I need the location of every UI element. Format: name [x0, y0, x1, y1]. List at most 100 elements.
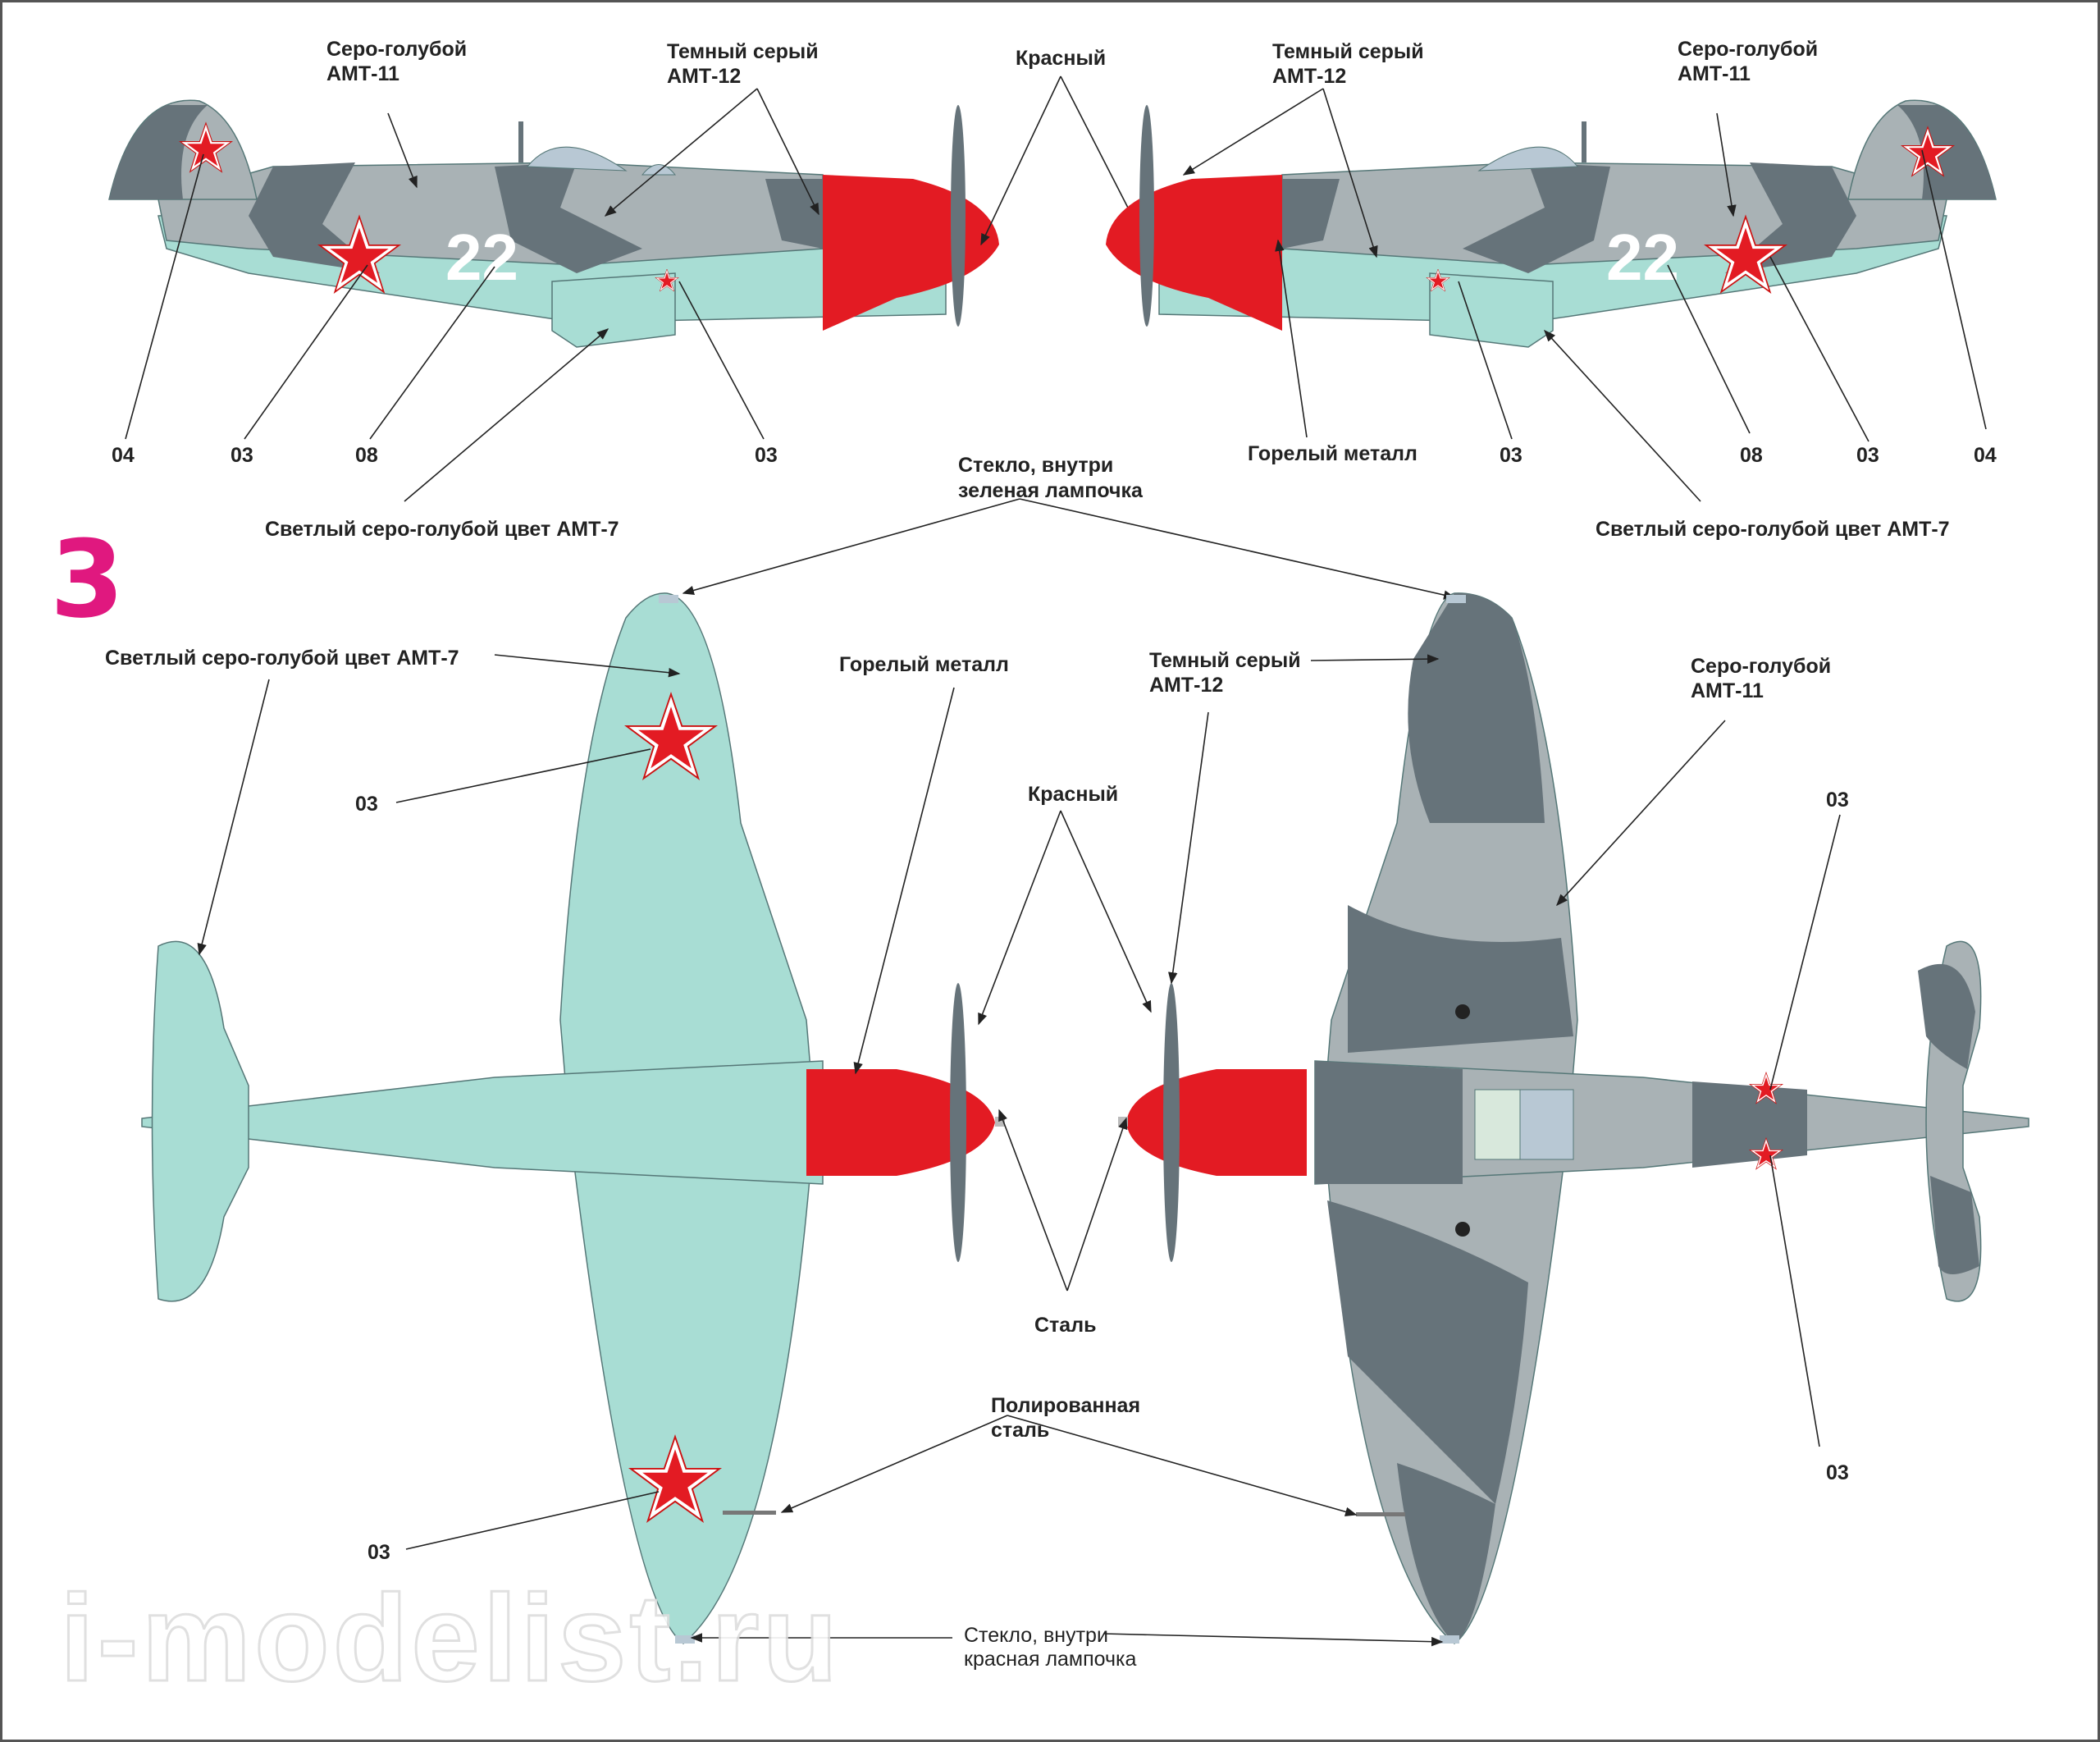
pitot-tube: [1356, 1512, 1405, 1516]
leader-line: [682, 498, 1020, 596]
pitot-tube: [723, 1511, 776, 1515]
leader-line: [197, 679, 270, 956]
leader-line: [405, 1491, 660, 1550]
label-polished-steel: Полированная: [991, 1394, 1140, 1417]
wingtip-glass-green: [1446, 595, 1466, 603]
label-amt7: Светлый серо-голубой цвет АМТ-7: [105, 647, 459, 670]
leader-line: [1544, 329, 1701, 502]
leader-line: [1066, 1117, 1128, 1292]
label-red: Красный: [1016, 47, 1106, 70]
label-amt11: Серо-голубой: [1691, 655, 1831, 678]
leader-line: [780, 1415, 1008, 1513]
leader-line: [125, 153, 204, 440]
label-glass-green-light: Стекло, внутри: [958, 454, 1113, 477]
watermark: i-modelist.ru: [60, 1569, 841, 1707]
callout-03: 03: [1826, 789, 1849, 812]
label-polished-steel-2: сталь: [991, 1419, 1049, 1442]
leader-line: [1310, 654, 1440, 664]
propeller-blade: [951, 105, 966, 327]
top-view: [1118, 592, 2029, 1644]
label-amt11: Серо-голубой: [326, 38, 467, 61]
leader-line: [1168, 711, 1209, 985]
leader-line: [494, 654, 681, 678]
label-glass-red-light-2: красная лампочка: [964, 1648, 1137, 1671]
label-amt12: Темный серый: [1149, 649, 1301, 672]
leader-line: [404, 328, 609, 502]
tailplane-amt7: [151, 940, 249, 1302]
leader-line: [395, 748, 651, 803]
callout-08: 08: [355, 444, 378, 467]
callout-03: 03: [1826, 1461, 1849, 1484]
leader-line: [1716, 112, 1737, 217]
leader-line: [1102, 1633, 1444, 1647]
side-view-right: [1106, 99, 1997, 348]
label-amt11-code: АМТ-11: [1691, 679, 1764, 702]
leader-line: [1769, 814, 1841, 1090]
leader-line: [369, 266, 495, 440]
label-amt12-code: АМТ-12: [667, 65, 741, 88]
marker-dot: [1455, 1222, 1470, 1237]
leader-line: [980, 75, 1061, 246]
label-amt7: Светлый серо-голубой цвет АМТ-7: [1596, 518, 1950, 541]
leader-line: [1007, 1415, 1358, 1516]
label-amt12: Темный серый: [667, 40, 819, 63]
label-amt11-code: АМТ-11: [326, 62, 399, 85]
wingtip-glass-red: [675, 1635, 695, 1644]
label-amt7: Светлый серо-голубой цвет АМТ-7: [265, 518, 619, 541]
leader-line: [1921, 149, 1987, 430]
label-burnt-metal: Горелый металл: [839, 653, 1009, 676]
propeller-blade: [1163, 983, 1180, 1262]
callout-03: 03: [1856, 444, 1879, 467]
label-glass-red-light: Стекло, внутри: [964, 1624, 1108, 1647]
label-amt11-code: АМТ-11: [1678, 62, 1751, 85]
leader-line: [853, 687, 955, 1075]
leader-line: [1769, 1154, 1820, 1447]
fuselage-amt7: [141, 1060, 824, 1185]
label-amt12: Темный серый: [1272, 40, 1424, 63]
propeller-blade: [950, 983, 966, 1262]
label-amt12-code: АМТ-12: [1149, 674, 1223, 697]
leader-line: [604, 88, 758, 217]
wingtip-glass-red: [1440, 1635, 1459, 1644]
leader-line: [978, 810, 1061, 1026]
label-glass-green-light-2: зеленая лампочка: [958, 479, 1144, 502]
canopy-glass: [526, 146, 628, 171]
callout-03: 03: [231, 444, 253, 467]
leader-line: [1458, 281, 1513, 440]
leader-line: [1182, 88, 1324, 176]
marker-dot: [1455, 1004, 1470, 1019]
leader-line: [1556, 720, 1726, 907]
scheme-number: 3: [50, 517, 124, 642]
callout-03: 03: [355, 793, 378, 816]
callout-03: 03: [368, 1541, 390, 1564]
leader-line: [1322, 88, 1378, 258]
callout-04: 04: [1974, 444, 1997, 467]
label-steel: Сталь: [1034, 1314, 1096, 1337]
leader-line: [1769, 256, 1869, 442]
tail-number: 22: [1606, 221, 1679, 294]
camo-band-amt12: [765, 179, 823, 249]
leader-line: [387, 112, 418, 189]
leader-line: [756, 88, 819, 216]
spinner-tip-steel: [1118, 1117, 1128, 1127]
leader-line: [678, 281, 765, 440]
leader-line: [1275, 239, 1308, 438]
leader-line: [998, 1109, 1068, 1292]
leader-line: [1060, 810, 1152, 1013]
label-red: Красный: [1028, 783, 1118, 806]
radiator-scoop: [551, 272, 676, 348]
side-view-left: 22: [108, 99, 999, 348]
label-amt11: Серо-голубой: [1678, 38, 1818, 61]
red-cowl-bottom: [806, 1069, 995, 1176]
callout-03: 03: [755, 444, 778, 467]
label-amt12-code: АМТ-12: [1272, 65, 1346, 88]
callout-08: 08: [1740, 444, 1763, 467]
leader-line: [1019, 498, 1456, 600]
leader-line: [1667, 264, 1751, 434]
callout-04: 04: [112, 444, 135, 467]
bottom-view: [141, 592, 1005, 1644]
wingtip-glass-green: [659, 595, 678, 603]
red-cowl-top: [1126, 1069, 1307, 1176]
